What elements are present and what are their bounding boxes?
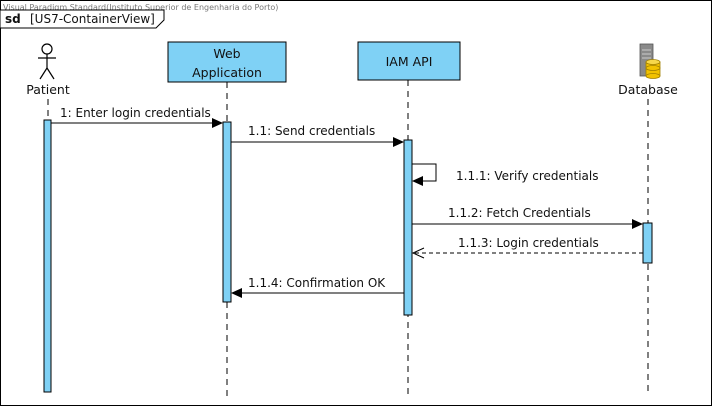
iam-api-label: IAM API: [386, 54, 433, 69]
message-1-1-1-label: 1.1.1: Verify credentials: [456, 169, 598, 183]
message-1-1-4-label: 1.1.4: Confirmation OK: [248, 276, 386, 290]
web-application-label-1: Web: [213, 46, 240, 61]
web-application-activation: [222, 121, 232, 303]
self-call-line: [412, 163, 437, 182]
patient-label: Patient: [26, 82, 70, 97]
message-1-1[interactable]: 1.1: Send credentials: [231, 124, 404, 147]
lifeline-web-application[interactable]: Web Application: [167, 41, 287, 83]
message-1-label: 1: Enter login credentials: [60, 106, 211, 120]
filled-arrowhead-icon: [231, 288, 242, 298]
database-label: Database: [618, 82, 678, 97]
filled-arrowhead-icon: [632, 219, 643, 229]
message-1[interactable]: 1: Enter login credentials: [51, 106, 223, 128]
lifeline-database[interactable]: Database: [618, 43, 678, 97]
message-1-1-3-label: 1.1.3: Login credentials: [458, 236, 599, 250]
message-1-1-label: 1.1: Send credentials: [248, 124, 375, 138]
message-1-1-2-label: 1.1.2: Fetch Credentials: [448, 206, 591, 220]
lifeline-iam-api[interactable]: IAM API: [357, 41, 461, 81]
filled-arrowhead-icon: [212, 118, 223, 128]
watermark-text: Visual Paradigm Standard(Instituto Super…: [3, 3, 278, 12]
iam-api-box: [357, 41, 461, 81]
message-1-1-3[interactable]: 1.1.3: Login credentials: [411, 236, 643, 259]
actor-patient[interactable]: Patient: [26, 43, 70, 97]
frame-name: [US7-ContainerView]: [30, 12, 155, 26]
web-application-label-2: Application: [192, 65, 262, 80]
person-icon: [38, 43, 56, 80]
open-arrowhead-icon: [411, 247, 425, 259]
message-1-1-2[interactable]: 1.1.2: Fetch Credentials: [412, 206, 643, 229]
filled-arrowhead-icon: [412, 176, 423, 186]
message-1-1-4[interactable]: 1.1.4: Confirmation OK: [231, 276, 404, 298]
database-activation: [642, 222, 653, 264]
database-icon: [639, 43, 661, 79]
message-1-1-1[interactable]: 1.1.1: Verify credentials: [412, 163, 598, 186]
web-application-box: [167, 41, 287, 83]
iam-api-activation: [403, 139, 413, 316]
filled-arrowhead-icon: [393, 137, 404, 147]
patient-activation: [43, 119, 52, 393]
frame-keyword: sd: [5, 12, 21, 26]
frame-tab: [0, 9, 165, 29]
